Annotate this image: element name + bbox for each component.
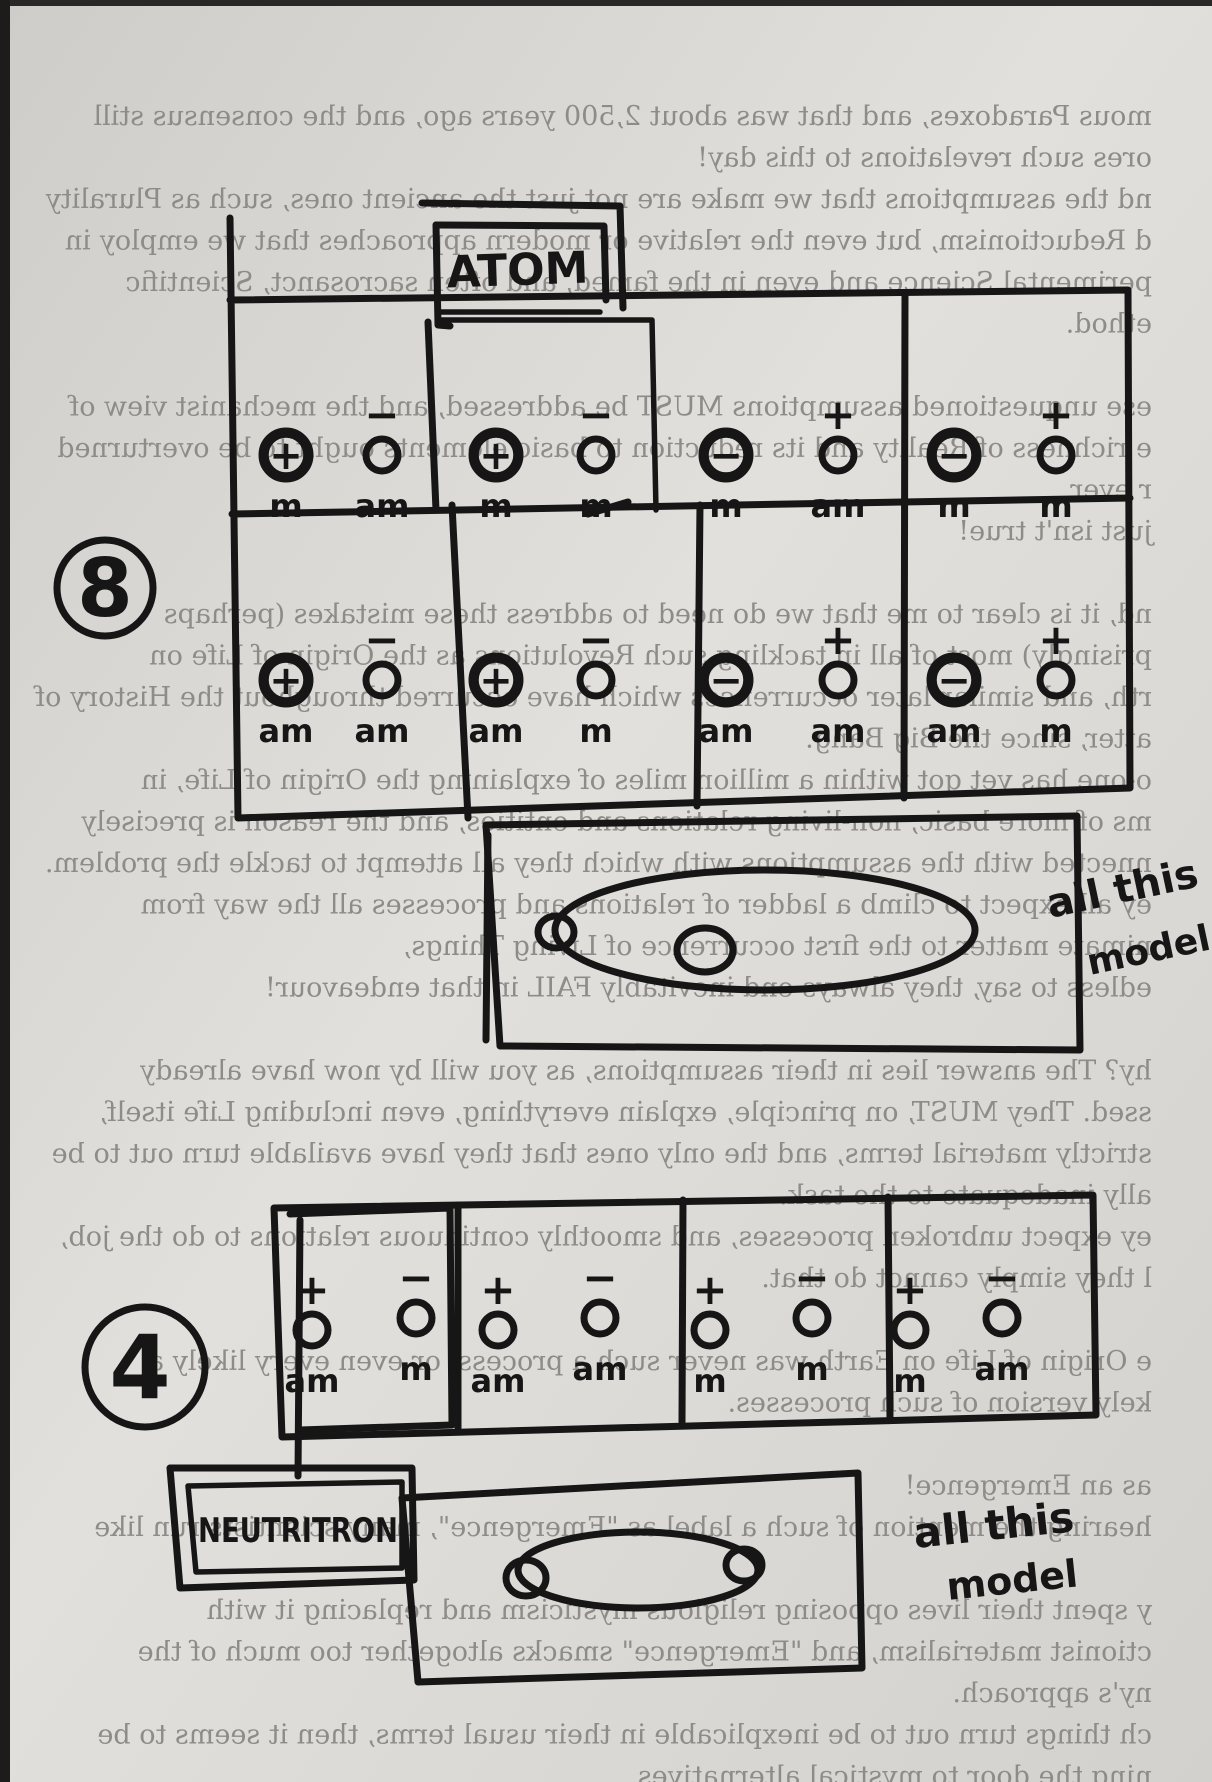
particle-label: am: [355, 712, 410, 750]
particle-label: m: [579, 487, 612, 525]
charge-sign: −: [364, 390, 399, 439]
particle-label: am: [699, 712, 754, 750]
particle-label: am: [811, 712, 866, 750]
show-through-line: ctionist materialism, and "Emergence" sm…: [138, 1637, 1152, 1668]
show-through-line: ch things turn out to be inexplicable in…: [97, 1720, 1152, 1751]
particle-label: am: [573, 1350, 628, 1388]
show-through-line: nd, it is clear to me that we do need to…: [164, 599, 1152, 630]
particle-label: m: [795, 1350, 828, 1388]
charge-sign: −: [582, 1253, 617, 1302]
particle-label: m: [937, 487, 970, 525]
charge-sign: +: [1038, 615, 1073, 664]
neutron-label: NEUTRITRON: [198, 1511, 398, 1551]
particle-label: m: [893, 1362, 926, 1400]
show-through-line: ning the door to mystical alternatives.: [629, 1761, 1152, 1782]
number-8-label: 8: [77, 542, 133, 635]
show-through-line: mous Paradoxes, and that was about 2,500…: [93, 101, 1152, 132]
charge-sign: −: [398, 1253, 433, 1302]
number-4-label: 4: [109, 1316, 170, 1419]
show-through-line: ny's approach.: [952, 1678, 1152, 1709]
particle-label: am: [285, 1362, 340, 1400]
particle-label: m: [399, 1350, 432, 1388]
particle-label: am: [259, 712, 314, 750]
show-through-line: hy? The answer lies in their assumptions…: [139, 1056, 1152, 1087]
show-through-line: strictly material terms, and the only on…: [52, 1139, 1152, 1170]
charge-sign: +: [1038, 390, 1073, 439]
particle-label: m: [1039, 712, 1072, 750]
show-through-line: ey all expect to climb a ladder of relat…: [141, 890, 1152, 921]
particle-label: m: [479, 487, 512, 525]
charge-sign: −: [984, 1253, 1019, 1302]
charge-sign: −: [578, 390, 613, 439]
atom-label: ATOM: [446, 243, 590, 299]
show-through-line: ssed. They MUST, on principle, explain e…: [99, 1097, 1152, 1128]
particle-label: am: [975, 1350, 1030, 1388]
charge-sign: −: [794, 1253, 829, 1302]
show-through-line: ethod.: [1066, 309, 1152, 340]
particle-label: am: [469, 712, 524, 750]
particle-label: m: [693, 1362, 726, 1400]
charge-sign: +: [294, 1265, 329, 1314]
charge-sign: +: [692, 1265, 727, 1314]
show-through-line: nimate matter to the first occurrence of…: [403, 931, 1152, 962]
particle-label: am: [927, 712, 982, 750]
show-through-line: nd the assumptions that we make are not …: [45, 184, 1152, 215]
particle-label: m: [709, 487, 742, 525]
charge-sign: +: [820, 390, 855, 439]
charge-sign: +: [480, 1265, 515, 1314]
particle-label: m: [579, 712, 612, 750]
charge-sign: −: [578, 615, 613, 664]
particle-label: am: [355, 487, 410, 525]
charge-sign: −: [364, 615, 399, 664]
show-through-line: nnected with the assumptions with which …: [45, 848, 1152, 879]
particle-label: am: [471, 1362, 526, 1400]
particle-label: m: [1039, 487, 1072, 525]
show-through-line: ey expect unbroken processes, and smooth…: [60, 1222, 1152, 1253]
particle-label: am: [811, 487, 866, 525]
charge-sign: +: [820, 615, 855, 664]
particle-label: m: [269, 487, 302, 525]
charge-sign: +: [892, 1265, 927, 1314]
show-through-line: ores such revelations to this day!: [697, 143, 1152, 174]
